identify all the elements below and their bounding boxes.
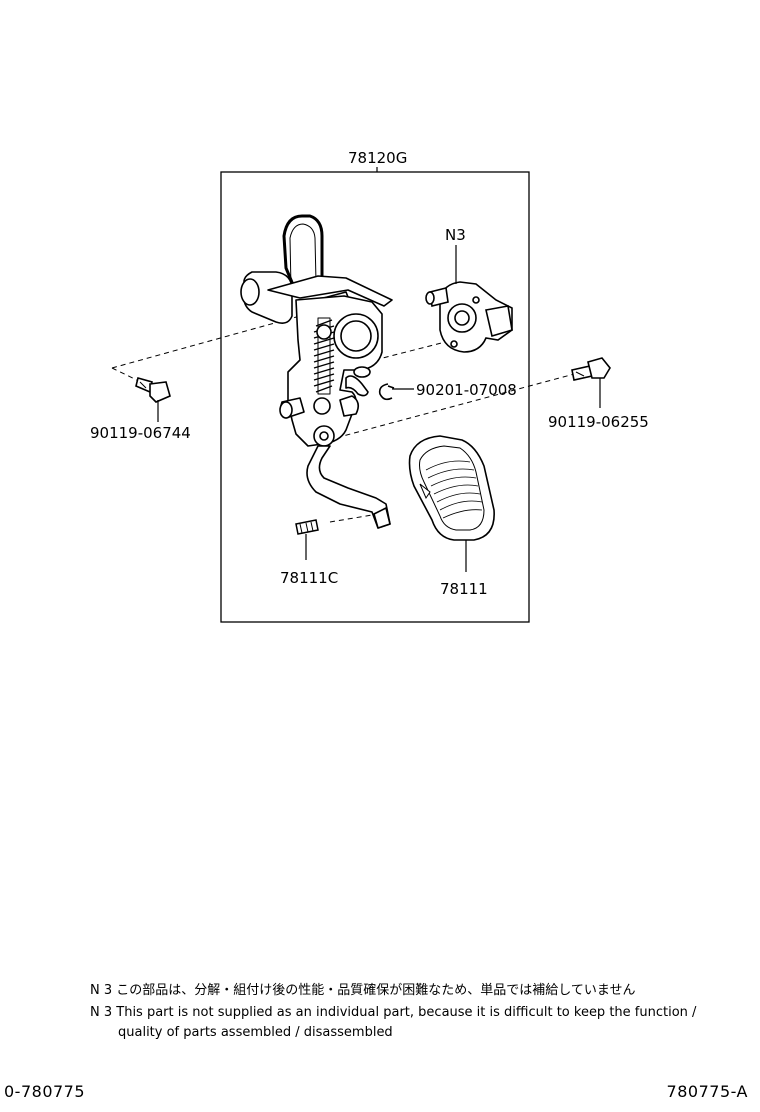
pedal-assembly-drawing xyxy=(240,214,393,529)
clip-drawing xyxy=(378,383,395,401)
footer-right-code: 780775-A xyxy=(666,1082,748,1101)
label-78111C: 78111C xyxy=(280,569,338,587)
pedal-pad-drawing xyxy=(408,435,495,541)
label-N3: N3 xyxy=(445,226,466,244)
label-78111: 78111 xyxy=(440,580,488,598)
note-en-line1: N 3 This part is not supplied as an indi… xyxy=(90,1005,697,1020)
note-jp: N 3 この部品は、分解・組付け後の性能・品質確保が困難なため、単品では補給して… xyxy=(90,983,636,998)
bolt-left-drawing xyxy=(135,377,171,403)
label-90119-06744: 90119-06744 xyxy=(90,424,191,442)
note-en-line2: quality of parts assembled / disassemble… xyxy=(118,1025,393,1040)
label-90119-06255: 90119-06255 xyxy=(548,413,649,431)
notes-block: N 3 この部品は、分解・組付け後の性能・品質確保が困難なため、単品では補給して… xyxy=(90,980,730,1042)
bolt-right-drawing xyxy=(571,357,611,381)
pin-drawing xyxy=(295,519,319,535)
assembly-frame xyxy=(220,171,530,623)
footer-left-code: 0-780775 xyxy=(4,1082,86,1101)
label-90201-07008: 90201-07008 xyxy=(416,381,517,399)
label-78120G: 78120G xyxy=(348,149,407,167)
sensor-drawing xyxy=(425,281,513,353)
